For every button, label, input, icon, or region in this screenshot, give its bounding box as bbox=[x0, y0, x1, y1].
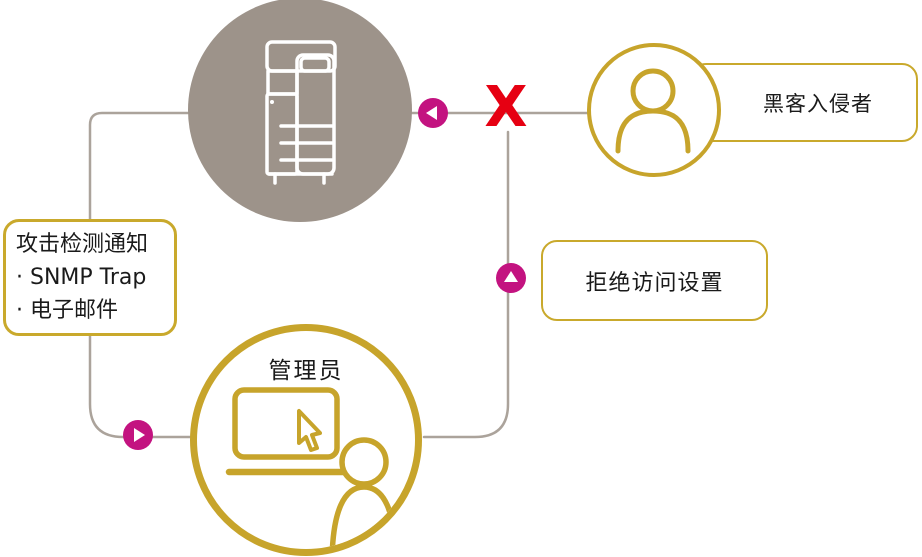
arrow-up-icon bbox=[504, 271, 518, 282]
device-node bbox=[188, 0, 412, 222]
hacker-label-box: 黑客入侵者 bbox=[690, 63, 918, 142]
deny-access-box: 拒绝访问设置 bbox=[541, 240, 768, 321]
arrow-right-icon bbox=[134, 428, 145, 442]
connector-device-to-notification bbox=[88, 111, 190, 221]
hacker-node bbox=[587, 43, 721, 177]
deny-access-label: 拒绝访问设置 bbox=[585, 270, 724, 296]
admin-computer-icon bbox=[225, 387, 399, 549]
arrow-left-icon bbox=[426, 106, 437, 120]
connector-notification-to-admin bbox=[88, 334, 192, 439]
blocked-x-mark: X bbox=[484, 75, 528, 140]
hacker-label: 黑客入侵者 bbox=[763, 91, 873, 116]
attack-notification-line: 攻击检测通知 bbox=[16, 232, 149, 257]
connector-blocked-to-admin bbox=[422, 130, 510, 439]
arrow-right-badge bbox=[123, 420, 153, 450]
admin-node: 管理员 bbox=[190, 324, 422, 556]
admin-label: 管理员 bbox=[268, 358, 344, 384]
multifunction-printer-icon bbox=[265, 40, 337, 185]
person-icon bbox=[615, 68, 691, 154]
arrow-left-badge bbox=[418, 98, 448, 128]
attack-notification-line: · SNMP Trap bbox=[16, 265, 147, 290]
arrow-up-badge bbox=[496, 263, 526, 293]
attack-notification-box: 攻击检测通知 · SNMP Trap · 电子邮件 bbox=[3, 219, 177, 336]
attack-notification-line: · 电子邮件 bbox=[16, 298, 118, 323]
